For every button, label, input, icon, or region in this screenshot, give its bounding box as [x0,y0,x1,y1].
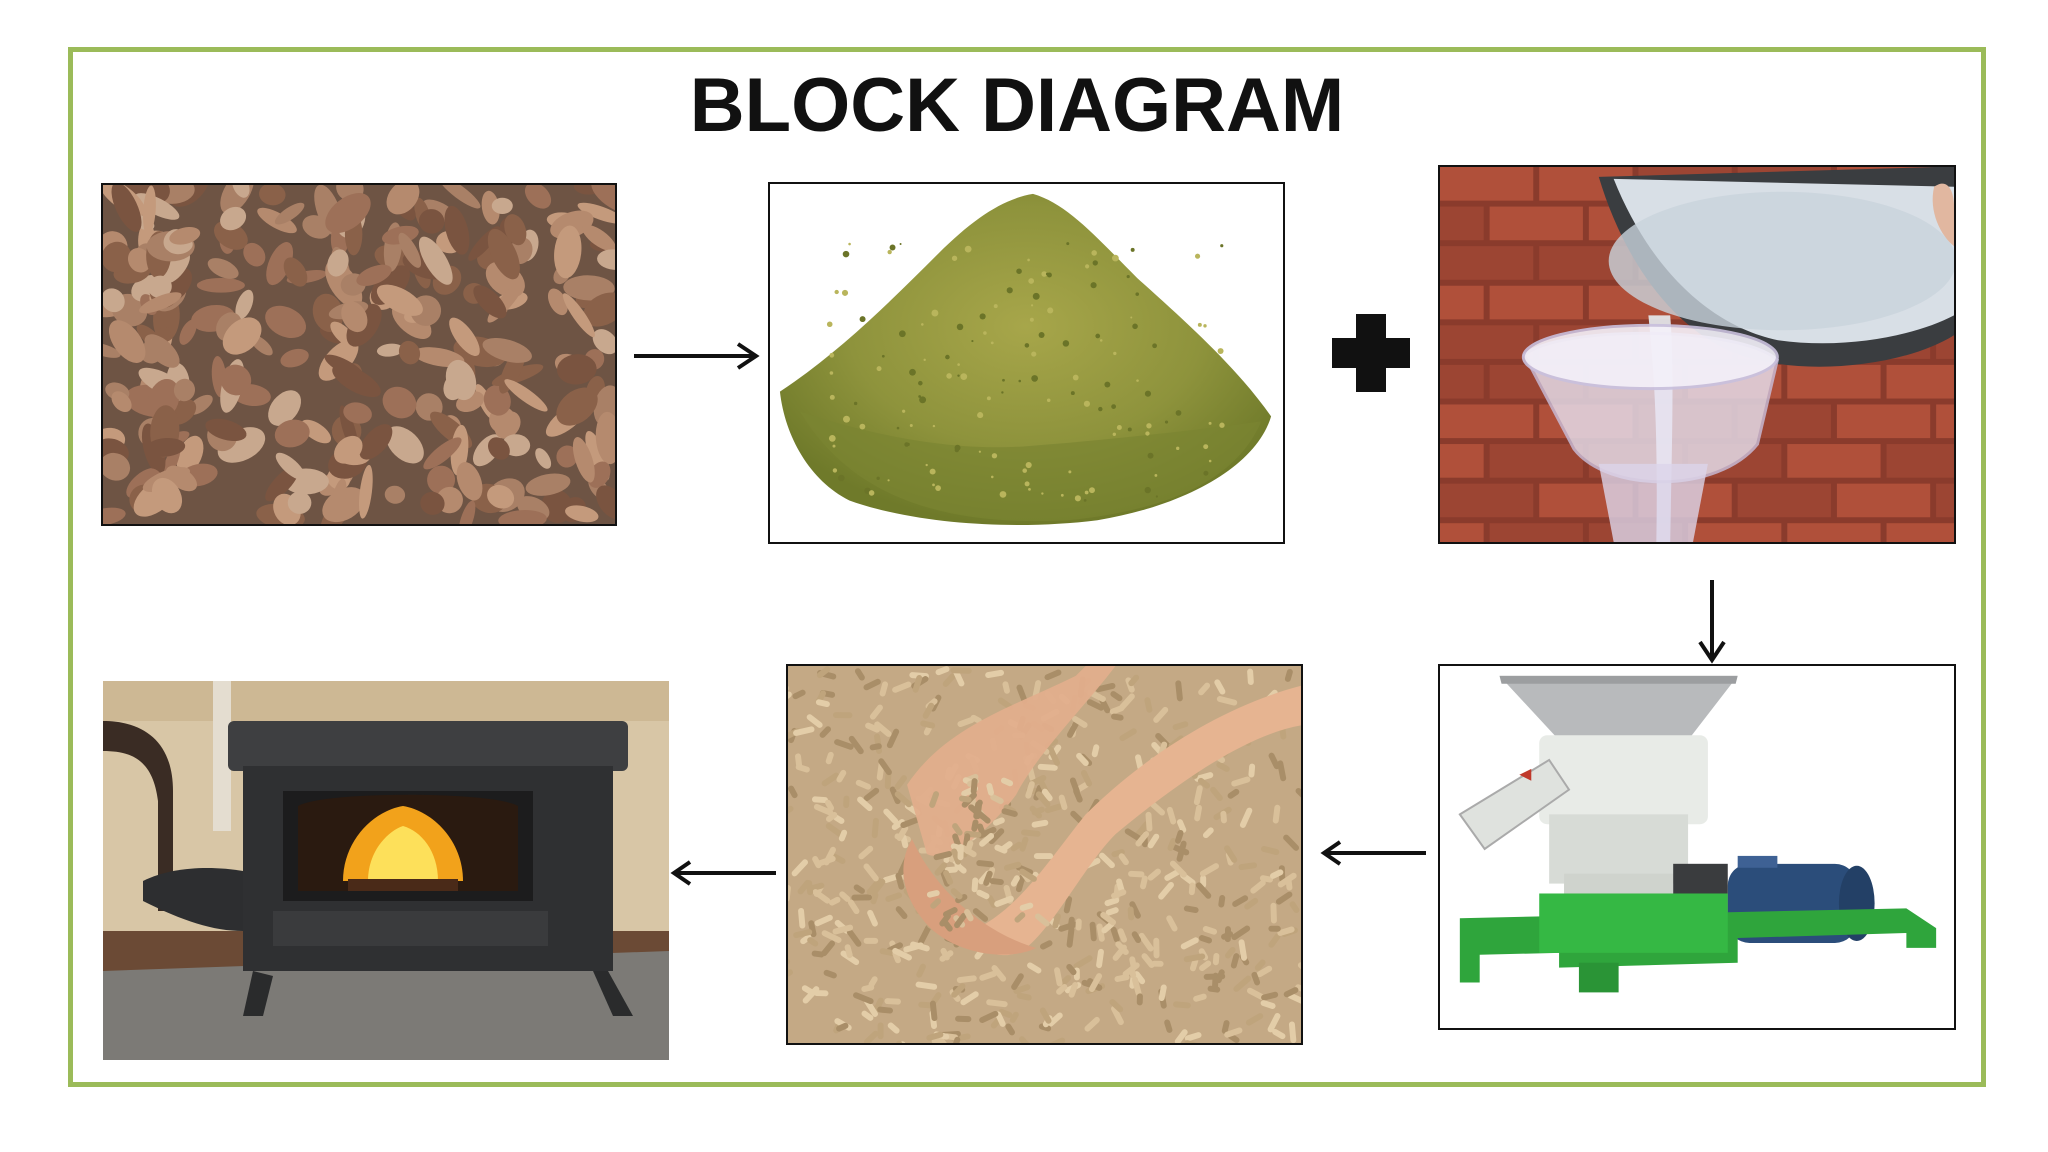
arrow-left-icon [1320,840,1426,866]
arrow-left-icon [670,860,776,886]
diagram-title: BLOCK DIAGRAM [689,63,1345,148]
arrow-down-icon [1698,580,1726,664]
diagram-border [68,47,1986,1087]
pellets-in-hands-image [786,664,1303,1045]
plus-icon [1332,314,1410,392]
arrow-right-icon [634,342,760,370]
pellet-stove-image [103,681,669,1060]
pellet-mill-machine-image [1438,664,1956,1030]
pouring-liquid-image [1438,165,1956,544]
leaf-powder-image [768,182,1285,544]
dry-leaves-image [101,183,617,526]
